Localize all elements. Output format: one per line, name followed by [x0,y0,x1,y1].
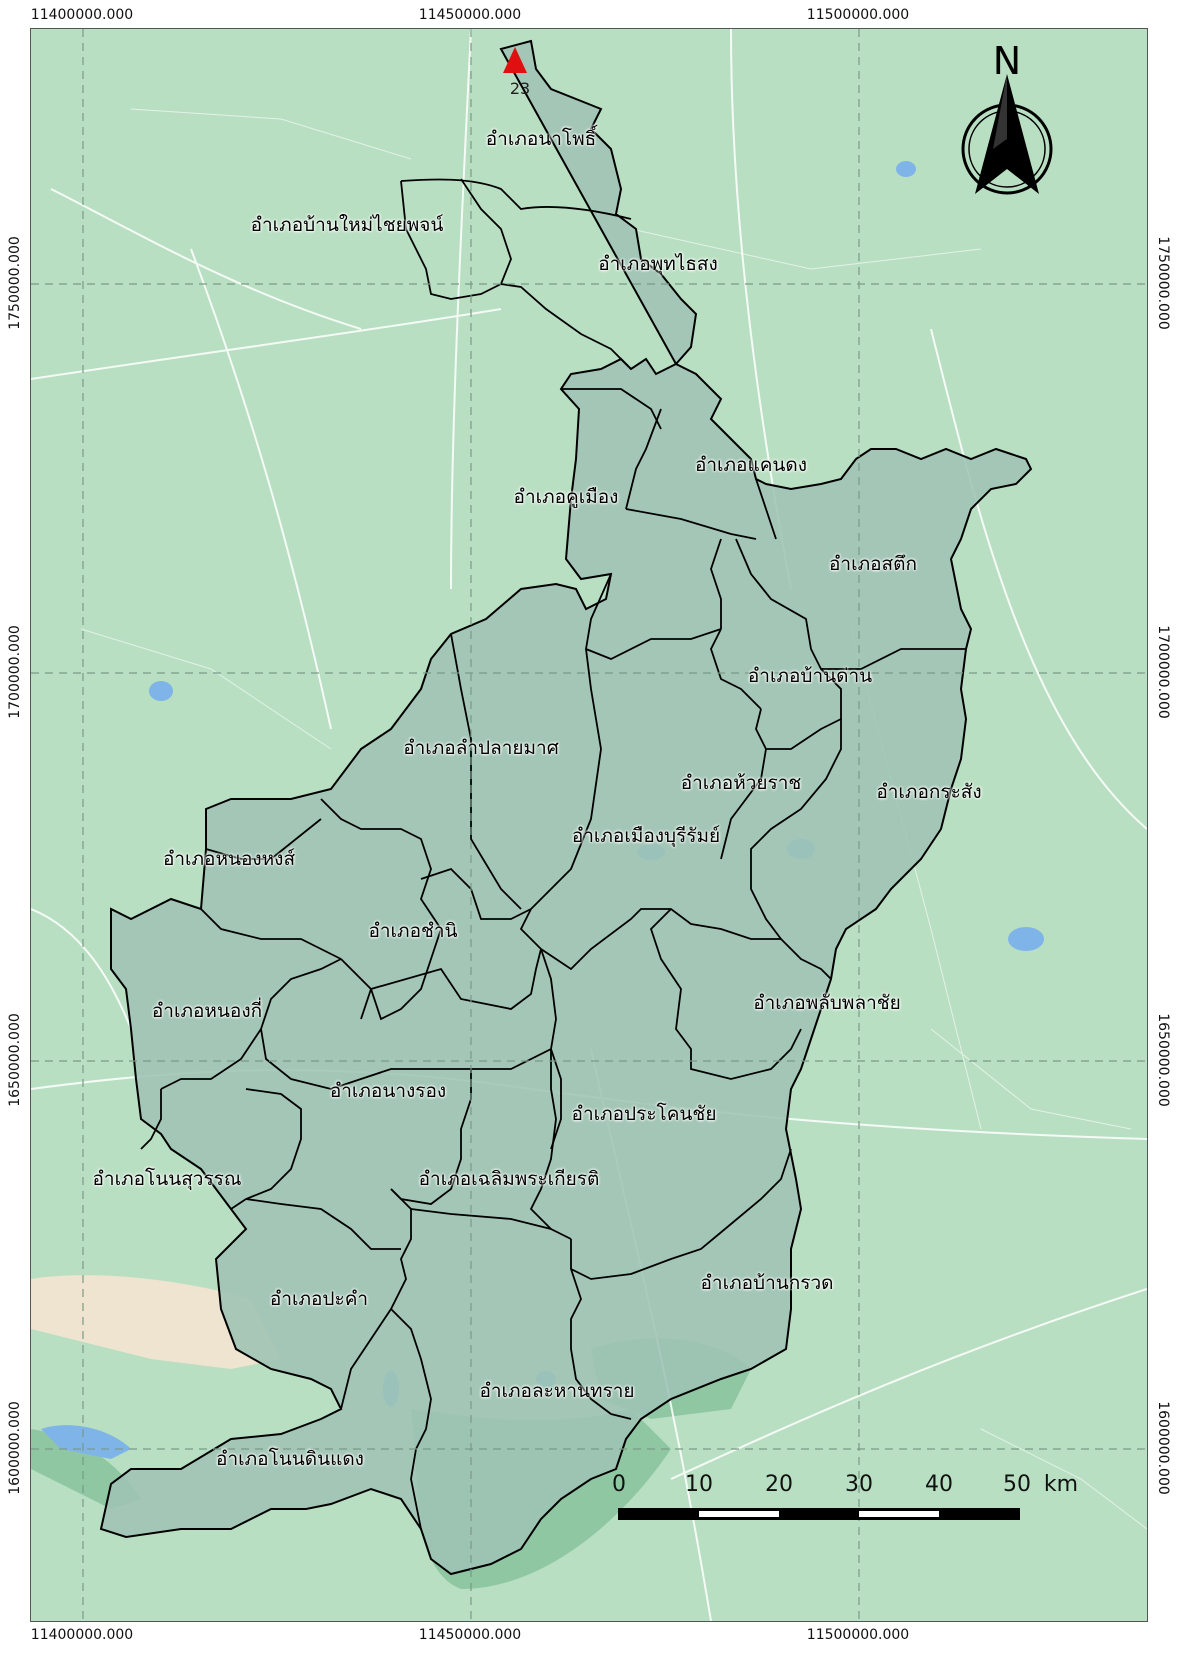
province-boundary [99,39,1033,1576]
district-label[interactable]: อำเภอโนนสุวรรณ [92,1168,242,1190]
x-coord-top-3: 11500000.000 [806,7,910,23]
y-coord-right-4: 1600000.000 [1155,1401,1171,1495]
basemap-sand-area [31,1275,281,1369]
scale-tick-30: 30 [845,1472,873,1497]
x-coord-top-2: 11450000.000 [418,7,522,23]
x-coord-bottom-2: 11450000.000 [418,1627,522,1643]
district-label[interactable]: อำเภอหนองกี่ [151,1000,263,1022]
water-body [149,681,173,701]
district-label[interactable]: อำเภอเฉลิมพระเกียรติ [418,1168,600,1190]
district-label[interactable]: อำเภอนางรอง [329,1080,447,1102]
map-canvas [31,29,1147,1621]
north-arrow-icon [961,74,1053,195]
scale-tick-10: 10 [685,1472,713,1497]
y-coord-left-2: 1700000.000 [7,625,23,719]
scale-bar [618,1508,1020,1520]
coordinate-grid [31,29,1147,1621]
minor-roads [80,108,1147,1530]
water-body [1008,927,1044,951]
district-label[interactable]: อำเภอแคนดง [694,454,808,476]
district-label[interactable]: อำเภอกระสัง [876,781,982,803]
district-label[interactable]: อำเภอประโคนชัย [571,1103,717,1125]
y-coord-left-3: 1650000.000 [7,1013,23,1107]
scale-tick-50: 50 [1003,1472,1031,1497]
district-label[interactable]: อำเภอบ้านใหม่ไชยพจน์ [250,214,444,236]
water-body [41,1425,131,1459]
scale-tick-40: 40 [925,1472,953,1497]
district-boundaries [140,178,966,1530]
scale-tick-0: 0 [612,1472,626,1497]
district-label[interactable]: อำเภอชำนิ [368,920,458,942]
scale-tick-20: 20 [765,1472,793,1497]
location-marker[interactable] [503,47,527,73]
district-label[interactable]: อำเภอสตึก [829,553,917,575]
district-label[interactable]: อำเภอเมืองบุรีรัมย์ [571,825,721,847]
district-label[interactable]: อำเภอห้วยราช [680,772,802,794]
north-label: N [992,39,1022,83]
y-coord-left-4: 1600000.000 [7,1401,23,1495]
x-coord-bottom-3: 11500000.000 [806,1627,910,1643]
district-label[interactable]: อำเภอปะคำ [269,1288,369,1310]
x-coord-bottom-1: 11400000.000 [30,1627,134,1643]
map-frame[interactable]: N 23 0 10 20 30 40 50 km อำเภอนาโพธิ์ อำ… [30,28,1148,1622]
district-label[interactable]: อำเภอพุทไธสง [598,253,718,275]
district-label[interactable]: อำเภอคูเมือง [513,486,619,508]
district-label[interactable]: อำเภอบ้านกรวด [700,1272,834,1294]
y-coord-right-2: 1700000.000 [1155,625,1171,719]
y-coord-right-1: 1750000.000 [1155,236,1171,330]
water-body [896,161,916,177]
marker-label: 23 [509,79,531,98]
district-label[interactable]: อำเภอละหานทราย [479,1380,635,1402]
district-label[interactable]: อำเภอนาโพธิ์ [485,128,597,150]
district-label[interactable]: อำเภอพลับพลาชัย [753,992,901,1014]
scale-unit: km [1043,1472,1079,1497]
y-coord-right-3: 1650000.000 [1155,1013,1171,1107]
district-label[interactable]: อำเภอบ้านด่าน [747,665,873,687]
district-label[interactable]: อำเภอลำปลายมาศ [403,737,559,759]
y-coord-left-1: 1750000.000 [7,236,23,330]
x-coord-top-1: 11400000.000 [30,7,134,23]
district-label[interactable]: อำเภอหนองหงส์ [162,848,296,870]
district-label[interactable]: อำเภอโนนดินแดง [216,1448,364,1470]
